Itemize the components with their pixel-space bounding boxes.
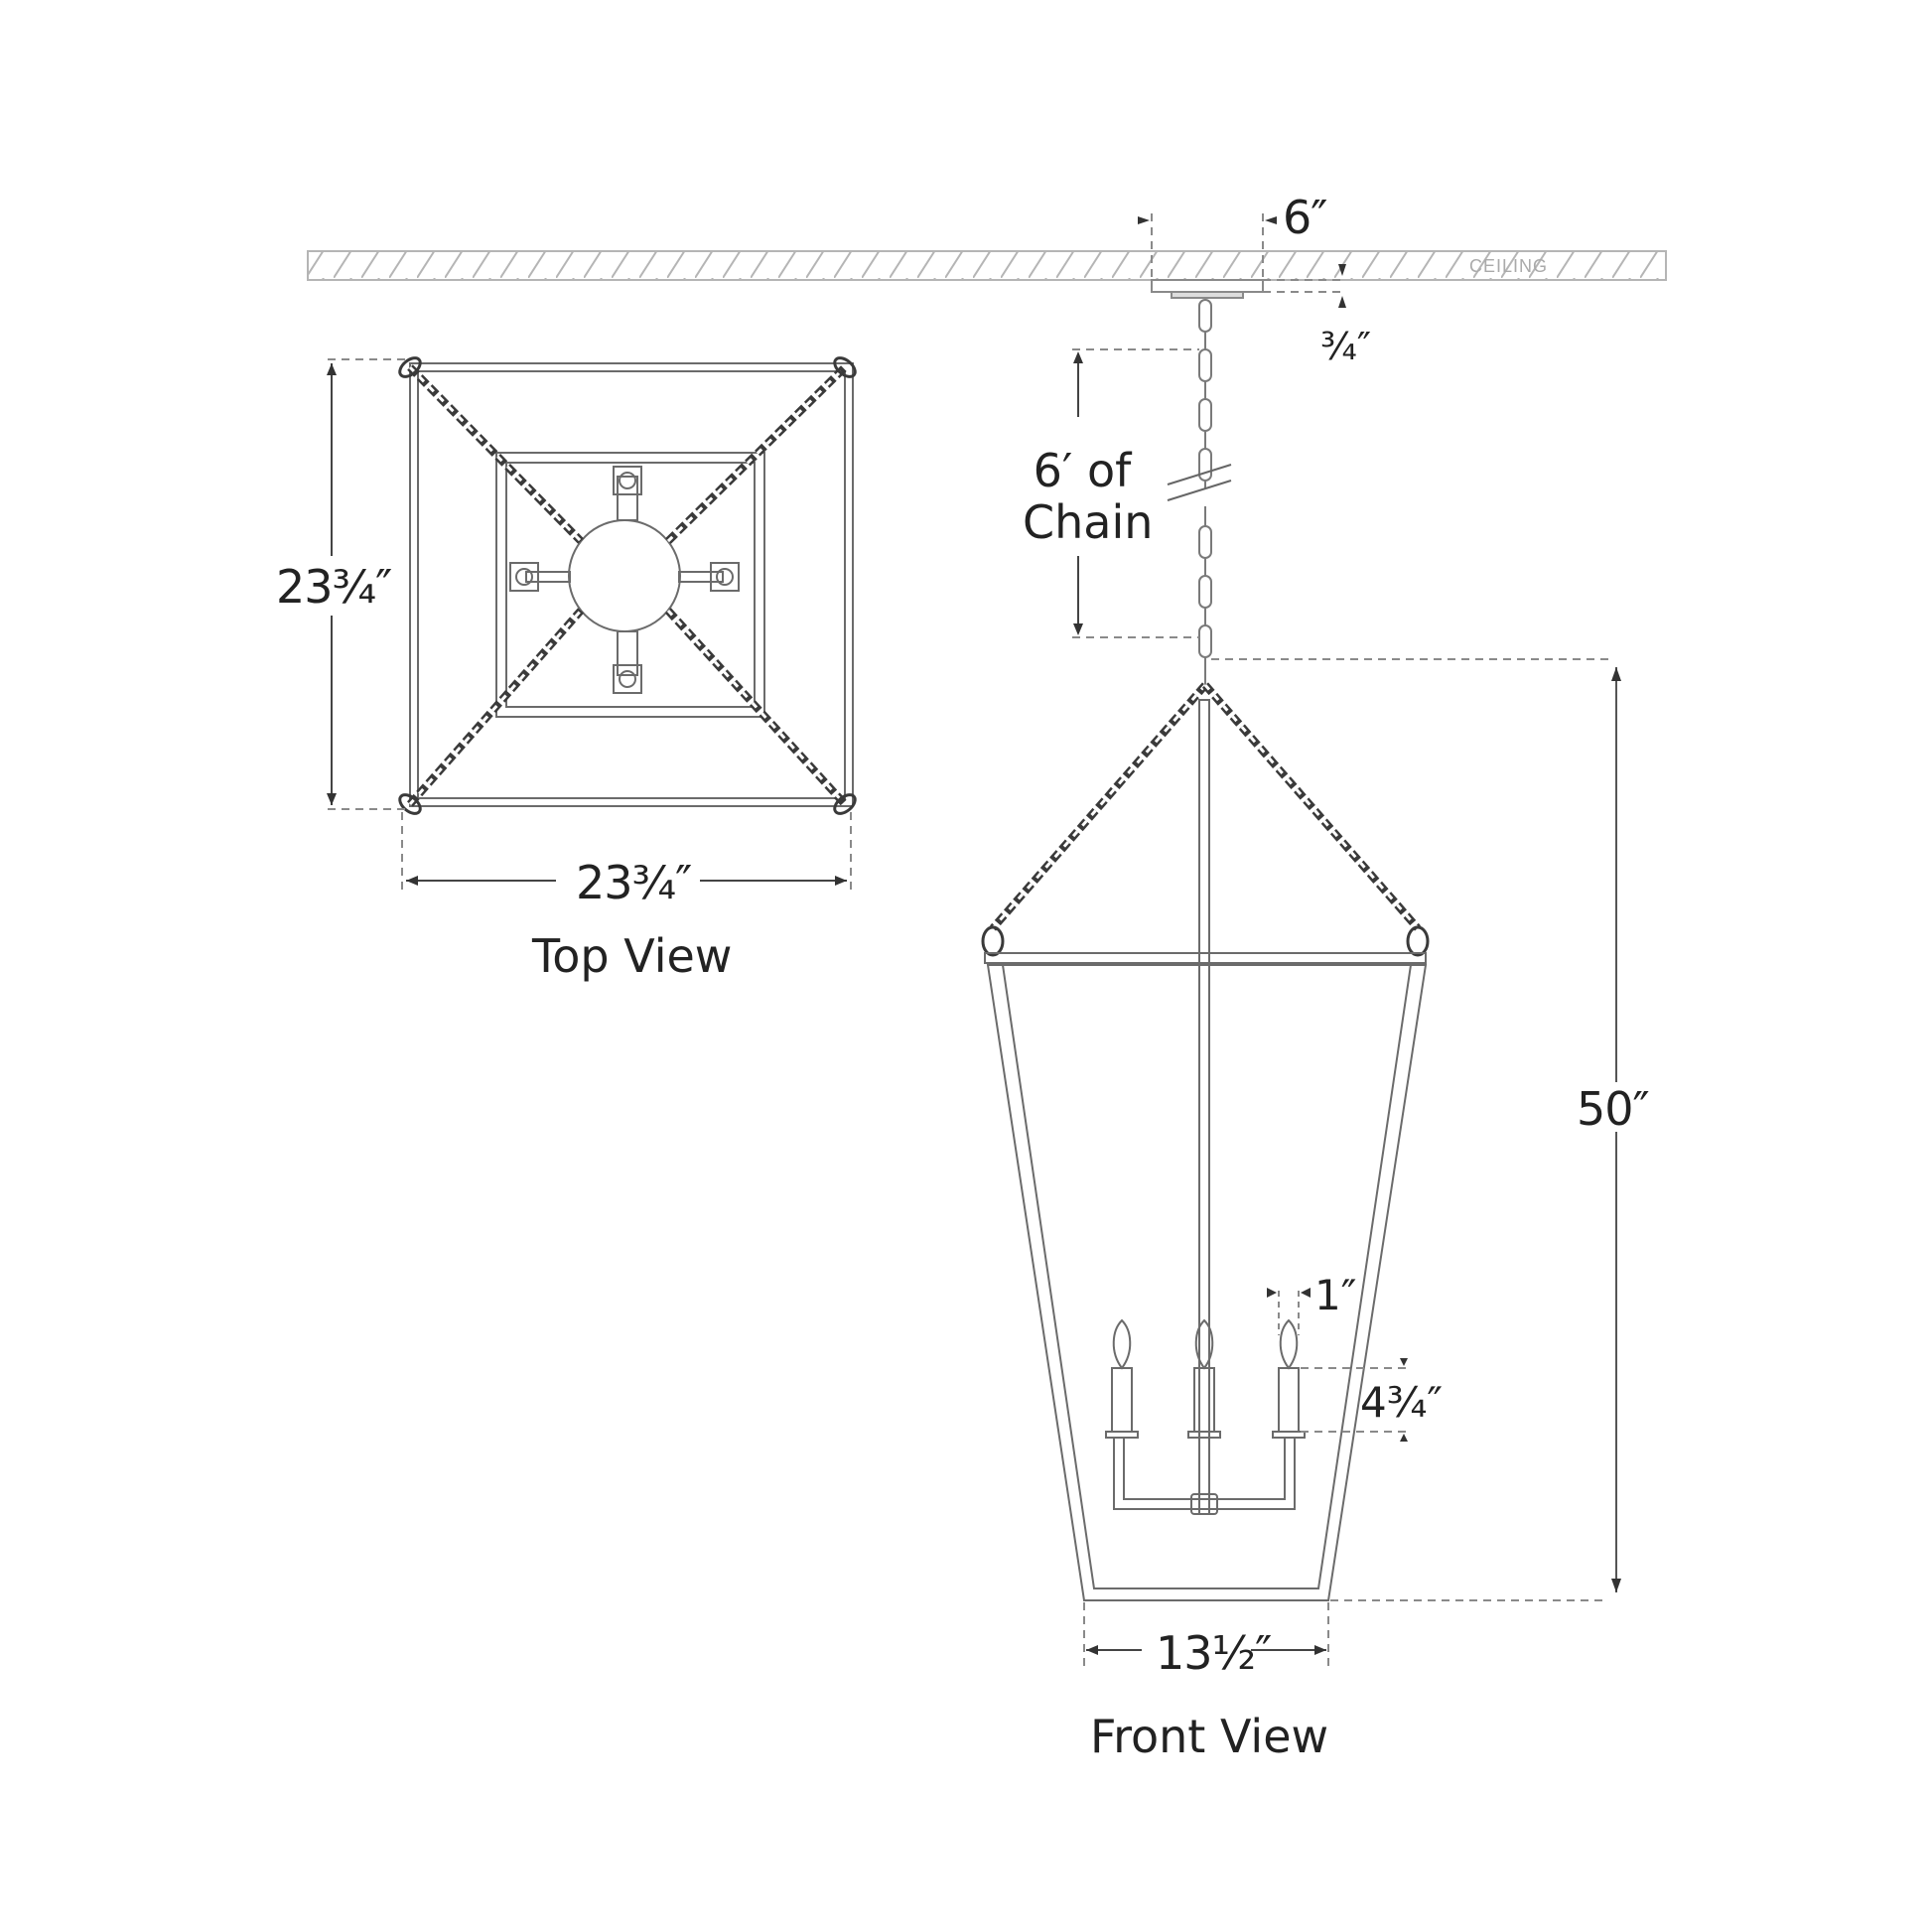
canopy-dim-arrows [1138,216,1346,308]
canopy-depth-label: ¾″ [1320,325,1372,368]
candle-width-label: 1″ [1314,1271,1357,1319]
front-view-caption: Front View [1090,1710,1329,1763]
chain-length-label: 6′ of Chain [1023,444,1154,549]
top-view-lantern [409,362,854,807]
ceiling-label: CEILING [1469,256,1549,276]
top-view-chains [398,356,857,815]
overall-height-label: 50″ [1577,1082,1650,1136]
chain-length-line2: Chain [1023,495,1154,549]
chain-dim [1072,348,1608,660]
canopy [1151,213,1340,299]
bottom-width-label: 13½″ [1156,1626,1272,1680]
top-dim-arrows [327,363,847,886]
chain-dim-arrows [1073,351,1083,635]
main-chain [1167,299,1232,685]
ceiling-bar [307,250,1667,281]
chain-length-line1: 6′ of [1033,444,1132,497]
front-dim-arrows [1086,667,1621,1655]
front-dims [1083,667,1617,1668]
top-view-caption: Top View [532,929,733,983]
candle-height-label: 4¾″ [1360,1378,1444,1427]
top-view-dims [328,358,852,892]
front-view-lantern [981,682,1430,1601]
candle-cluster [1105,1318,1306,1515]
canopy-width-label: 6″ [1283,191,1327,244]
top-view-height-label: 23¾″ [276,560,392,614]
top-view-width-label: 23¾″ [576,856,692,909]
